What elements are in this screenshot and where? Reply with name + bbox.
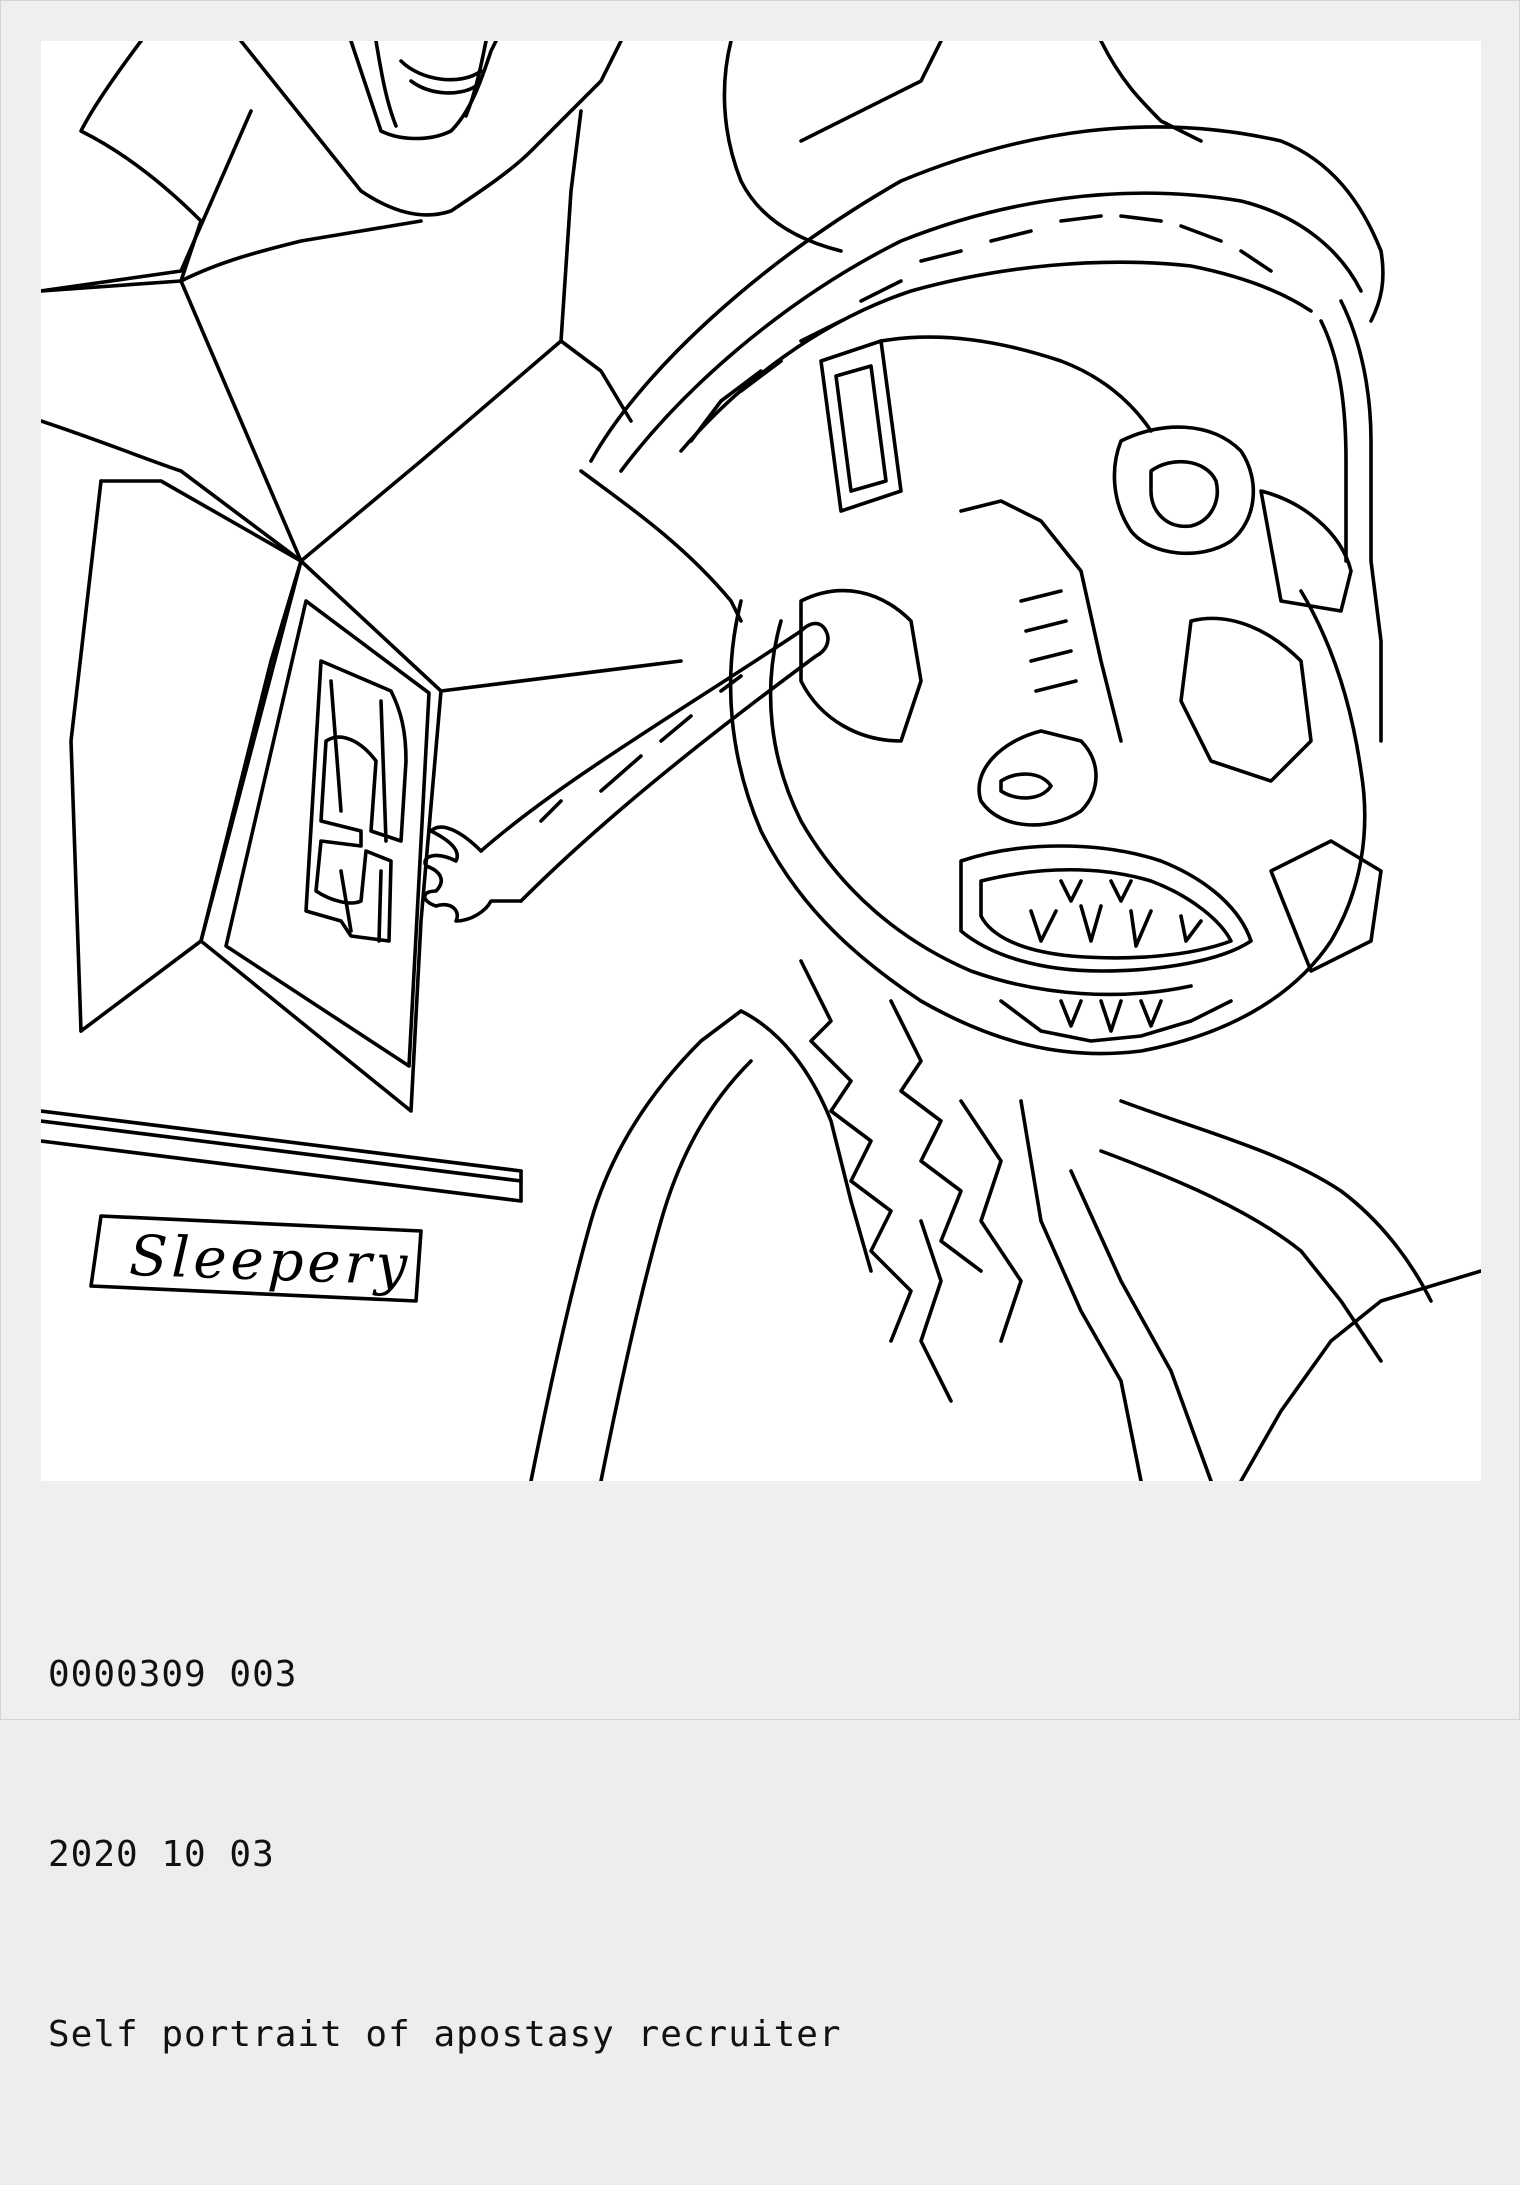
mask-chin-teeth [1059,999,1163,1033]
body-shard-1 [959,1099,1023,1343]
badge-outer [199,559,443,1113]
polaroid-frame: Sleepery 0000309 003 2020 10 03 Self por… [0,0,1520,2055]
body-inner-plane-2 [1069,1169,1213,1481]
body-left-edge-2 [599,1059,753,1481]
badge-letter-E-shade [329,679,388,943]
hat-crown-2 [799,41,943,143]
collar-right [559,109,583,343]
ledge-line-1 [41,1109,523,1173]
hat-band-segments [689,214,1273,443]
mask-nose [977,729,1098,827]
mask-side-right-2 [1319,319,1348,563]
hat-brim-lower [579,469,743,623]
hood-inner-line [239,41,623,217]
mask-plate-right [1259,489,1353,613]
mask-cheek-left [799,588,923,743]
body-collar-jag-2 [889,999,983,1273]
mask-teeth [1029,879,1203,948]
body-collar-jag [799,959,913,1343]
body-inner-plane [1019,1099,1143,1481]
hat-crown-3 [1099,41,1203,143]
mask-ribs [1019,589,1078,693]
arm-inner [539,674,743,823]
mask-inner [768,619,1193,997]
badge-letter-E [304,659,408,943]
caption-date: 2020 10 03 [48,1834,275,1875]
body-shoulder-right [1119,1099,1433,1303]
torso-plane-1 [41,279,303,563]
hood-outline [79,41,203,283]
body-shoulder-right-2 [1099,1149,1383,1363]
body-collar [739,1009,873,1273]
mask-nose-bridge [959,499,1123,743]
torso-plane-3 [299,339,633,563]
caption-title: Self portrait of apostasy recruiter [48,2014,842,2055]
artwork-panel: Sleepery [41,41,1481,1481]
torso-plane-5 [99,479,303,563]
hat-band-inner [679,260,1313,453]
mask-chin [999,999,1233,1043]
torso-plane-4 [69,479,103,1033]
hat-crown [722,41,843,253]
mask-brow [879,335,1153,433]
ledge-line-3 [41,1139,523,1203]
neck-line [179,219,423,283]
mask-outline [728,589,1367,1056]
ledge-line-2 [41,1119,523,1183]
torso-plane-6 [79,559,303,1033]
arm-outer [479,621,830,903]
mouth [399,59,483,95]
mask-side-right [1339,299,1383,743]
body-right-edge [1239,1269,1481,1481]
torso-plane-2 [41,419,303,563]
line-drawing: Sleepery [41,41,1481,1481]
hand [423,825,523,923]
mask-mouth-outer [959,844,1253,973]
mask-eye-right [1112,425,1256,556]
signature-text: Sleepery [128,1224,412,1299]
hat-brim-outer [589,125,1385,463]
mask-eye-left [819,339,903,513]
body-left-edge [529,1009,743,1481]
mask-mouth-inner [979,867,1233,960]
caption-block: 0000309 003 2020 10 03 Self portrait of … [48,1525,1468,2185]
torso-plane-7 [439,659,683,693]
body-shard-2 [919,1219,953,1403]
mask-cheek-right [1179,616,1313,783]
face-chin [349,41,498,141]
collar-left [41,109,253,293]
mouth-teeth [374,41,488,128]
hat-brim-inner [619,191,1363,473]
mask-plate-lower-right [1269,839,1383,973]
caption-id: 0000309 003 [48,1654,298,1695]
badge-inner [224,599,431,1068]
signature-box: Sleepery [89,1214,423,1303]
